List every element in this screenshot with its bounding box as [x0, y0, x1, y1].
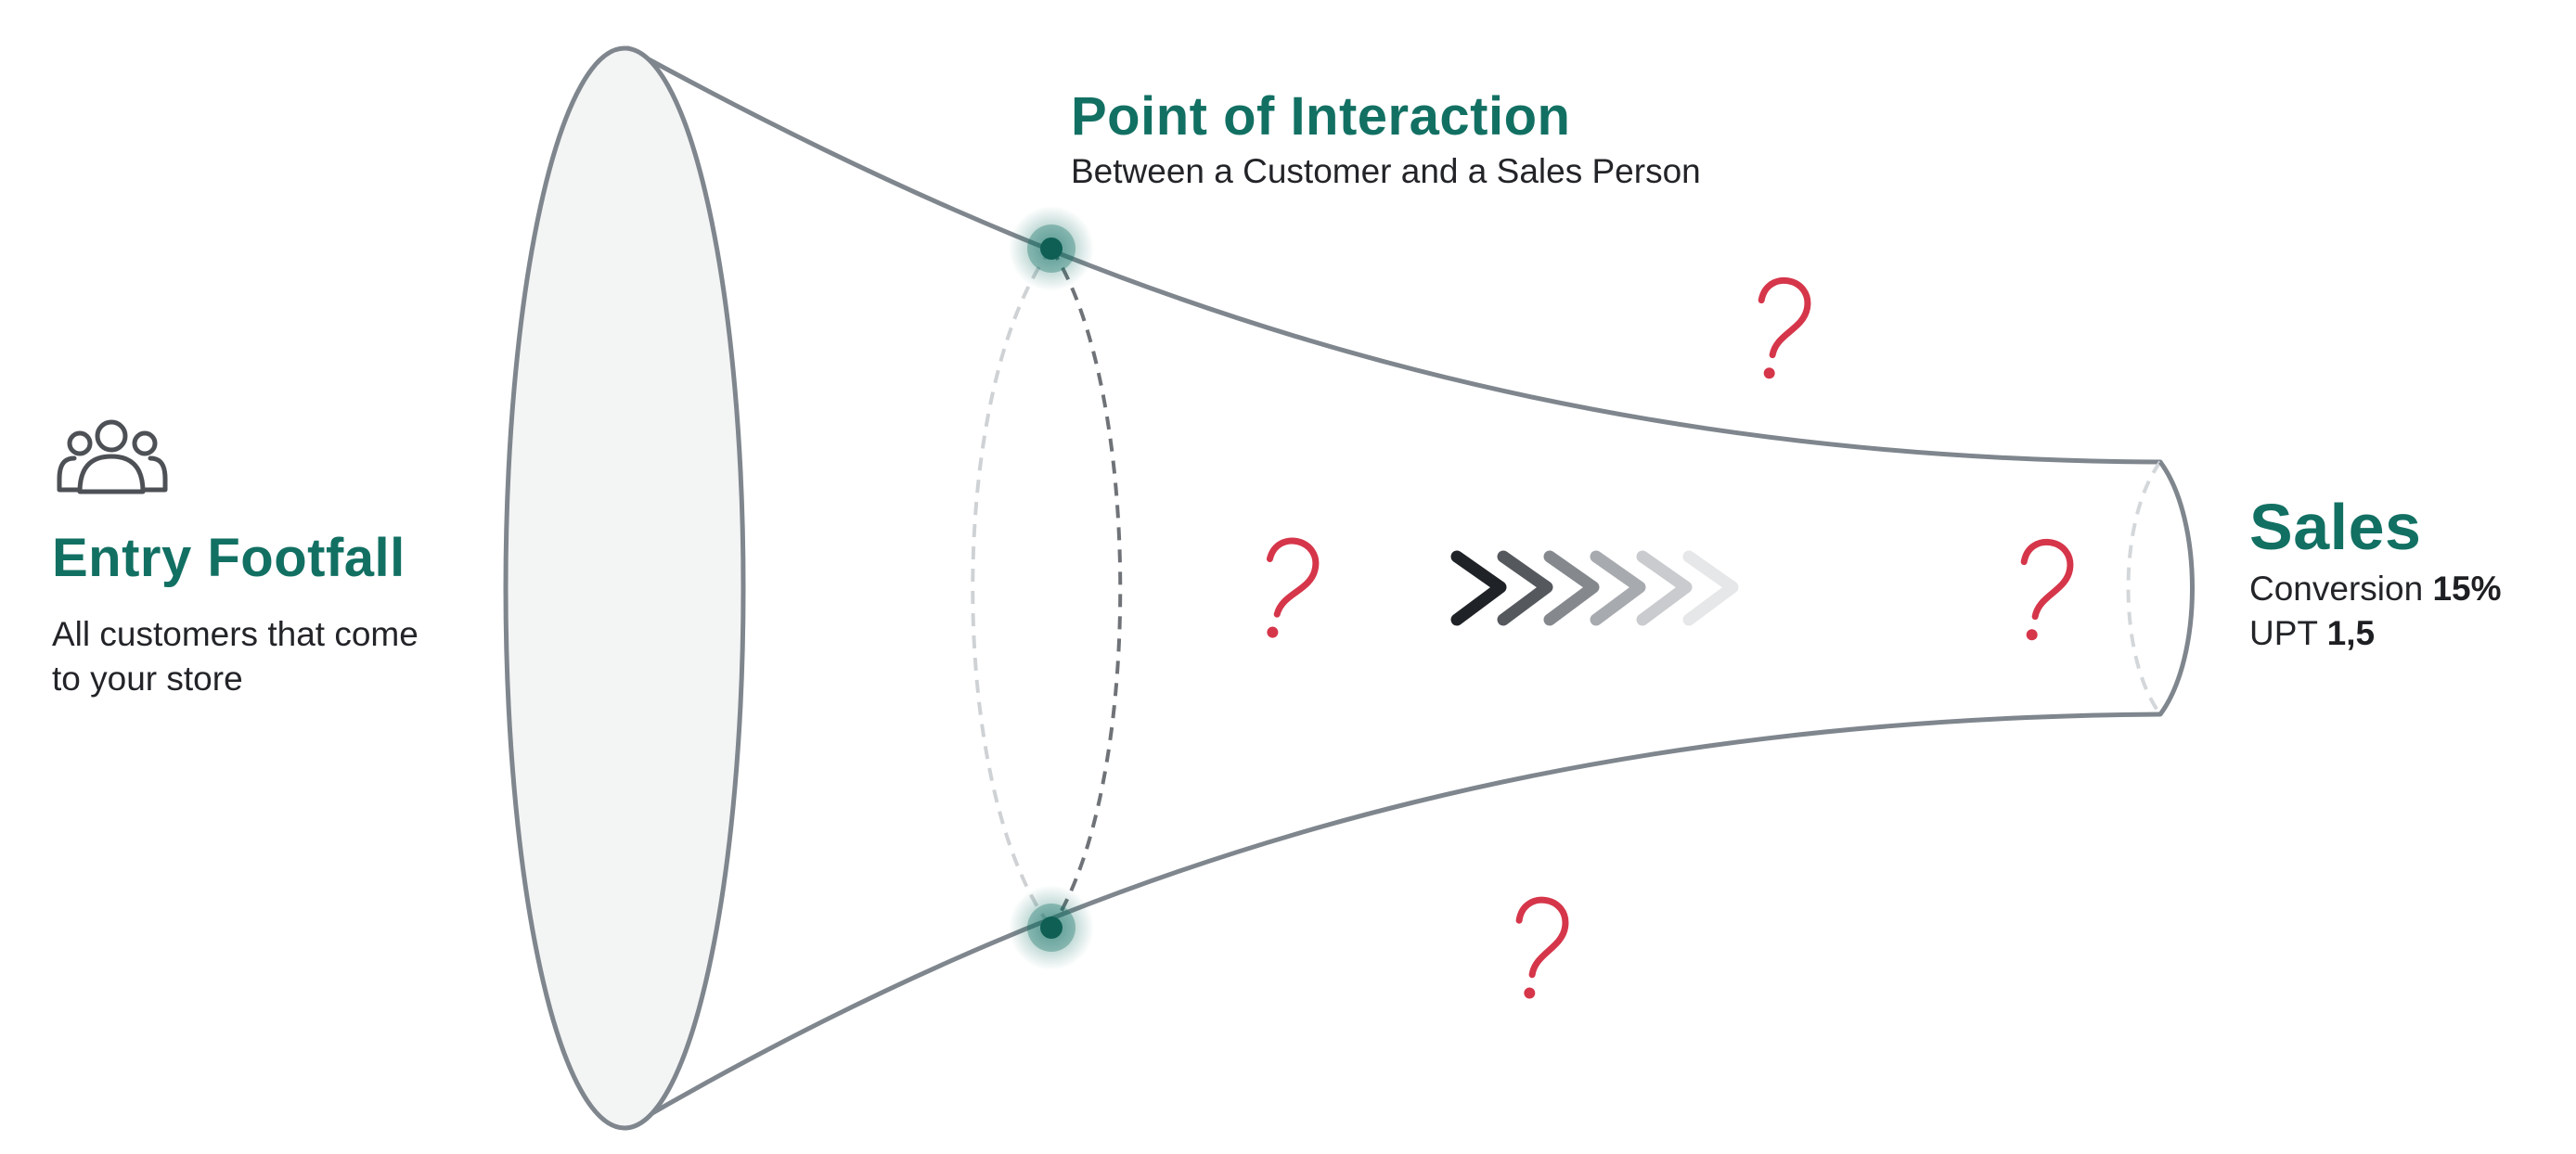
interaction-node-bottom — [1009, 885, 1094, 970]
question-mark-icon — [1758, 276, 1811, 379]
sales-conversion: Conversion 15% — [2249, 570, 2502, 609]
entry-footfall-description: All customers that come to your store — [52, 615, 419, 698]
interaction-node-top — [1009, 206, 1094, 291]
question-mark-icon — [2020, 538, 2074, 641]
conversion-value: 15% — [2432, 570, 2502, 608]
chevron-icon — [1543, 550, 1600, 626]
interaction-ring-back — [971, 247, 1053, 930]
funnel-mouth — [503, 45, 746, 1131]
entry-footfall-title: Entry Footfall — [52, 528, 406, 588]
people-group-icon — [57, 419, 168, 494]
chevron-icon — [1636, 550, 1693, 626]
funnel-exit-back — [2126, 460, 2162, 716]
point-of-interaction-subtitle: Between a Customer and a Sales Person — [1071, 152, 1701, 190]
funnel-exit-front — [2157, 460, 2195, 716]
sales-title: Sales — [2249, 491, 2422, 563]
question-mark-icon — [1266, 537, 1320, 638]
chevron-icon — [1497, 550, 1553, 626]
chevron-icon — [1450, 550, 1507, 626]
chevron-icon — [1590, 550, 1646, 626]
interaction-ring-front — [1050, 247, 1123, 930]
upt-label: UPT — [2249, 614, 2318, 652]
conversion-label: Conversion — [2249, 570, 2424, 608]
flow-chevrons — [1450, 550, 1739, 626]
question-mark-icon — [1515, 896, 1569, 999]
point-of-interaction-title: Point of Interaction — [1071, 86, 1571, 147]
upt-value: 1,5 — [2326, 614, 2376, 652]
funnel-bottom-edge — [625, 712, 2163, 1130]
chevron-icon — [1682, 550, 1739, 626]
funnel-top-edge — [625, 45, 2163, 465]
sales-upt: UPT 1,5 — [2249, 614, 2375, 653]
